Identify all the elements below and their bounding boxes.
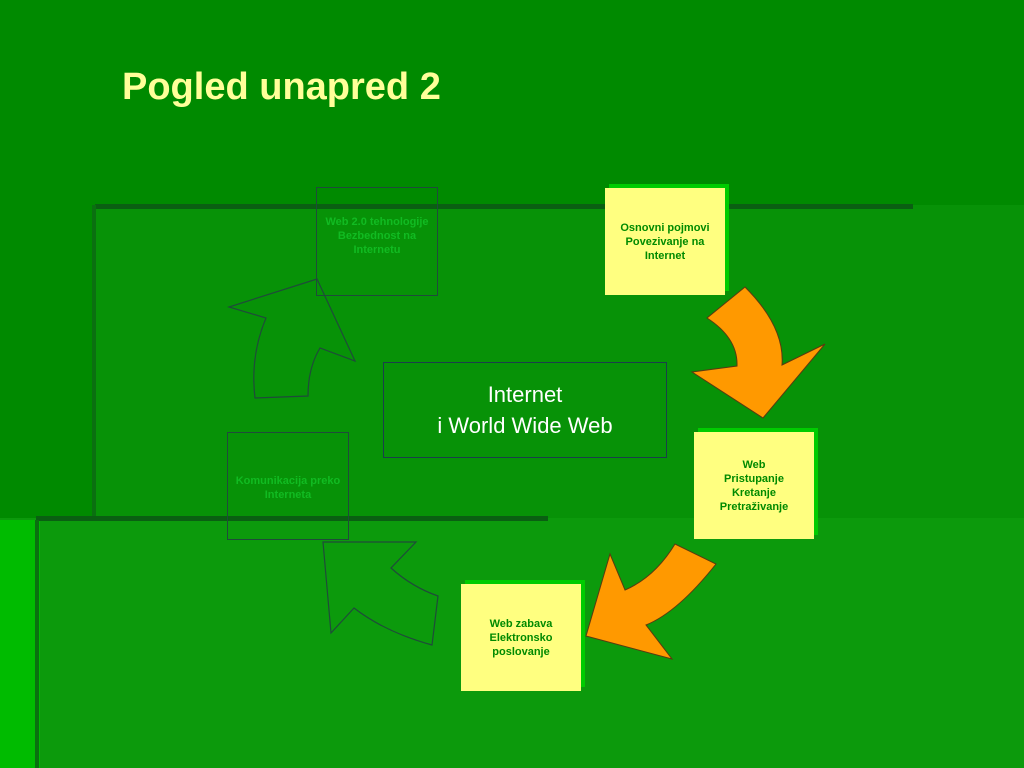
slide-title: Pogled unapred 2 — [122, 66, 441, 108]
arrow-1-to-2 — [690, 286, 826, 419]
stage-box-1: Osnovni pojmovi Povezivanje na Internet — [605, 188, 725, 295]
stage-label-1: Osnovni pojmovi Povezivanje na Internet — [620, 222, 710, 262]
arrow-4-to-5 — [226, 278, 357, 399]
stage-label-2: Web Pristupanje Kretanje Pretraživanje — [719, 458, 789, 513]
center-box: Internet i World Wide Web — [383, 362, 667, 458]
arrow-3-to-4 — [322, 541, 439, 646]
arrow-2-to-3 — [585, 543, 717, 660]
stage-box-4: Komunikacija preko Interneta — [227, 432, 349, 540]
center-label: Internet i World Wide Web — [437, 382, 613, 438]
stage-box-5: Web 2.0 tehnologije Bezbednost na Intern… — [316, 187, 438, 296]
stage-box-3: Web zabava Elektronsko poslovanje — [461, 584, 581, 691]
stage-box-2: Web Pristupanje Kretanje Pretraživanje — [694, 432, 814, 539]
stage-label-5: Web 2.0 tehnologije Bezbednost na Intern… — [325, 216, 429, 256]
stage-label-4: Komunikacija preko Interneta — [235, 475, 341, 501]
stage-label-3: Web zabava Elektronsko poslovanje — [489, 617, 553, 658]
